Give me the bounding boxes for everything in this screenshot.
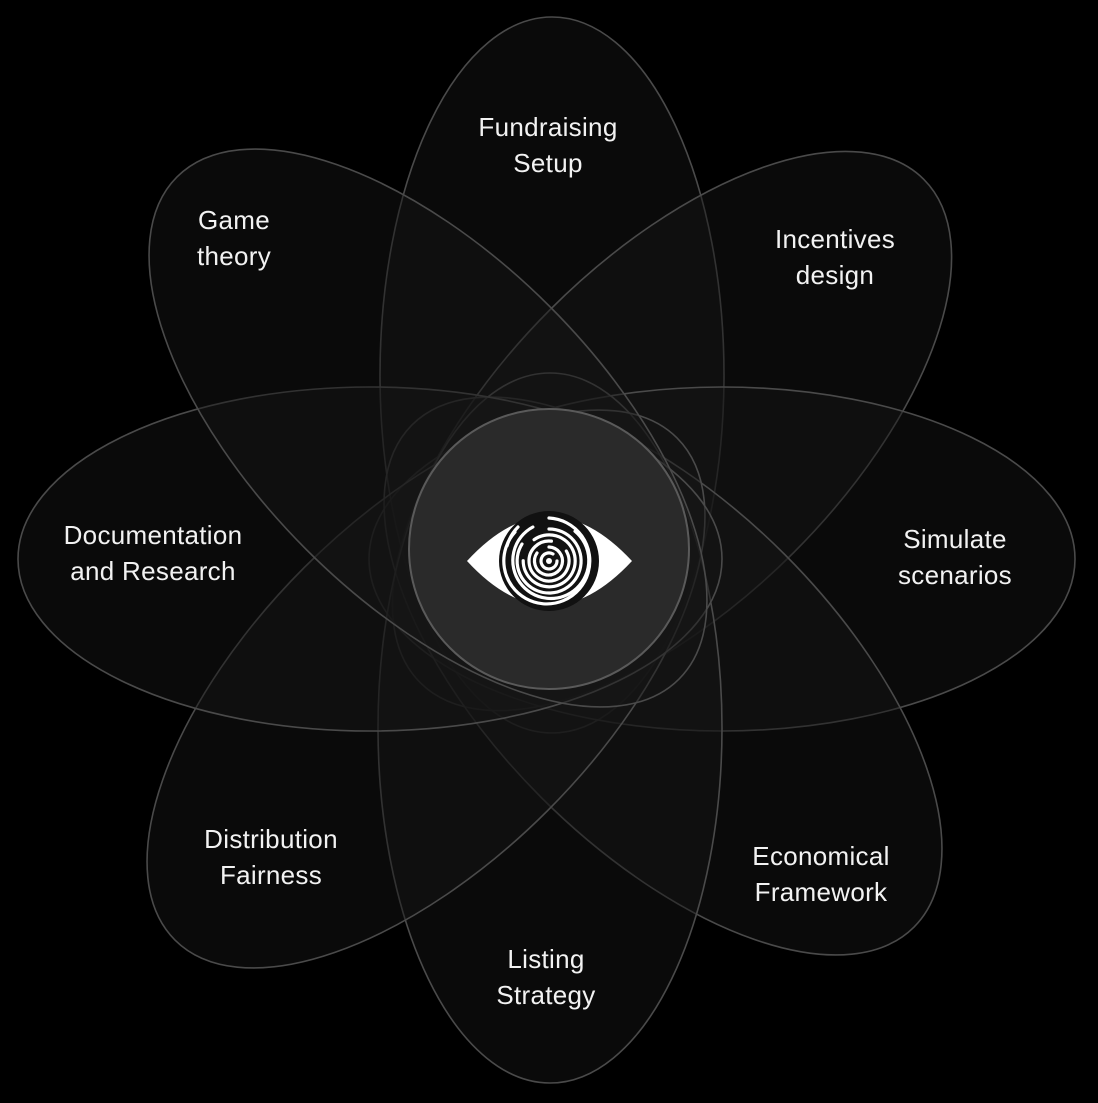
label-line: and Research <box>70 556 236 586</box>
petal-label-listing-strategy: Listing Strategy <box>416 941 676 1013</box>
label-line: Simulate <box>903 524 1007 554</box>
label-line: Documentation <box>63 520 243 550</box>
label-line: Framework <box>754 877 888 907</box>
label-line: Incentives <box>774 224 896 254</box>
label-line: Game <box>197 205 270 235</box>
label-line: Economical <box>752 841 890 871</box>
petal-label-incentives-design: Incentives design <box>705 221 965 293</box>
label-line: Fundraising <box>478 112 618 142</box>
petal-label-game-theory: Game theory <box>104 202 364 274</box>
petal-label-fundraising-setup: Fundraising Setup <box>418 109 678 181</box>
label-line: Distribution <box>204 824 338 854</box>
label-line: design <box>795 260 875 290</box>
petal-label-simulate-scenarios: Simulate scenarios <box>825 521 1085 593</box>
label-line: Strategy <box>496 980 596 1010</box>
petal-label-documentation-and-research: Documentation and Research <box>23 517 283 589</box>
label-line: Fairness <box>219 860 323 890</box>
fingerprint-eye-icon <box>467 511 632 611</box>
petal-label-distribution-fairness: Distribution Fairness <box>141 821 401 893</box>
label-line: Setup <box>513 148 583 178</box>
petal-label-economical-framework: Economical Framework <box>691 838 951 910</box>
label-line: Listing <box>507 944 585 974</box>
label-line: theory <box>196 241 272 271</box>
label-line: scenarios <box>898 560 1012 590</box>
